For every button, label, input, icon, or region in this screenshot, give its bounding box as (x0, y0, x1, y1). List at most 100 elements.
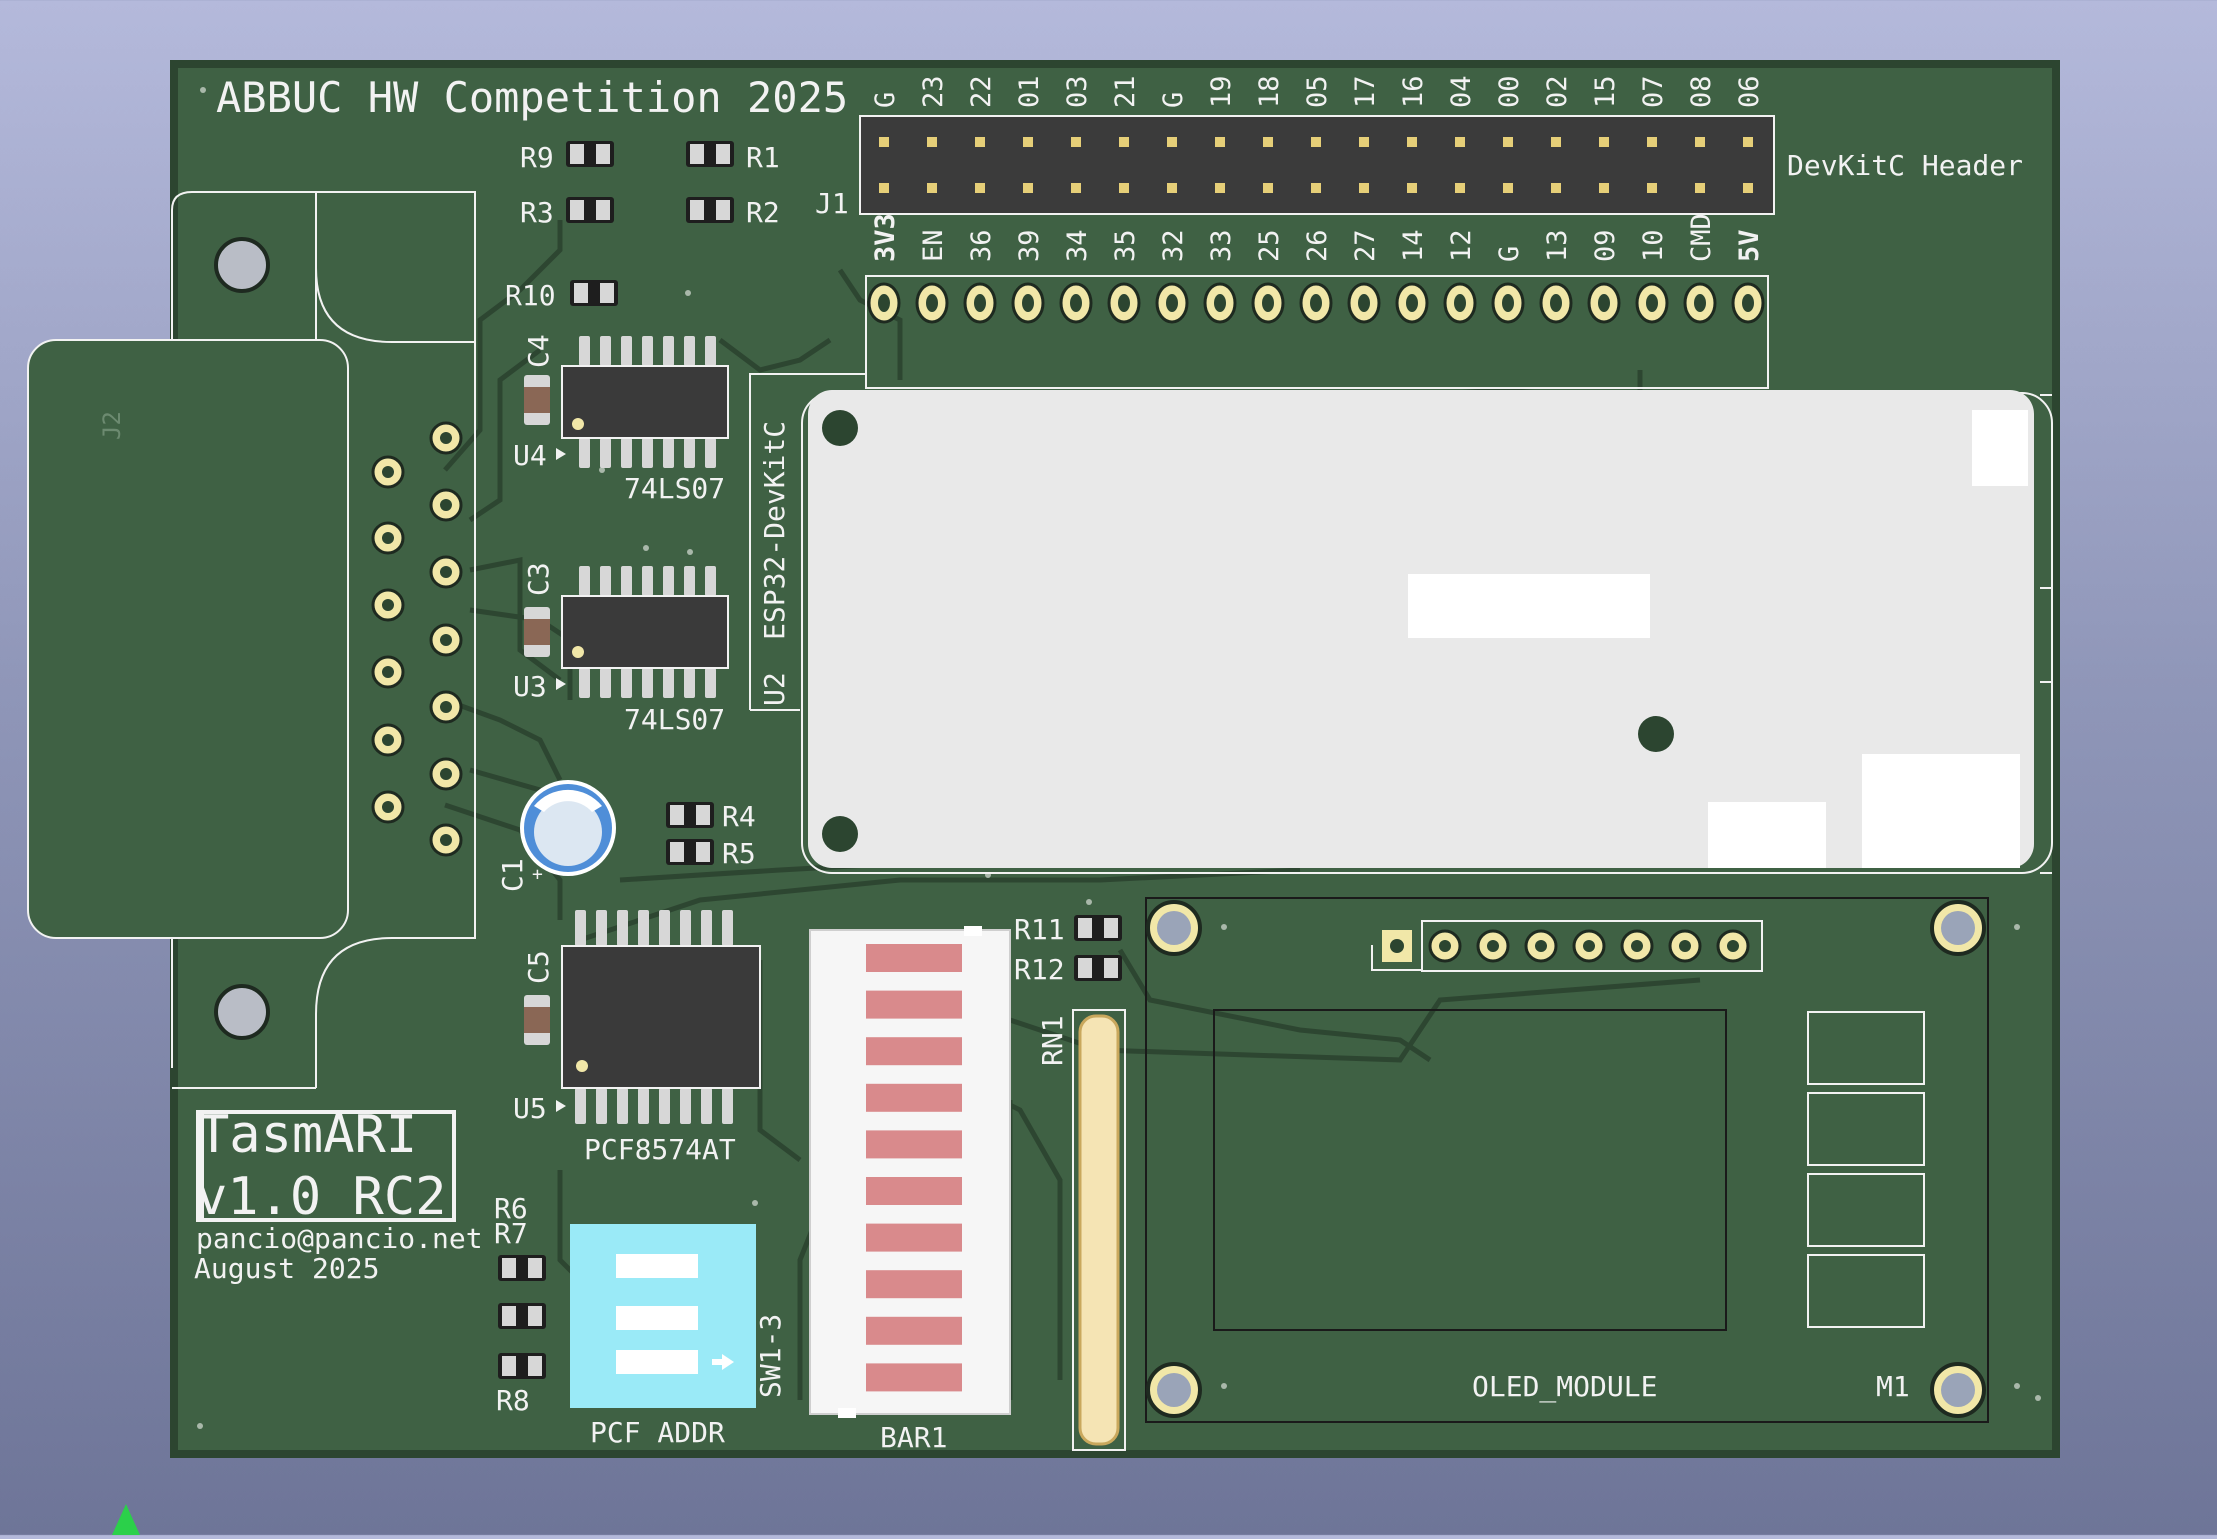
ic-pin (642, 668, 653, 698)
header-pin (1407, 137, 1417, 147)
capacitor-c3[interactable]: C3 (522, 562, 555, 657)
svg-text:+: + (532, 864, 543, 885)
ic-pin (621, 668, 632, 698)
resistor-r7[interactable] (498, 1303, 546, 1329)
resistor-r11[interactable]: R11 (1014, 913, 1122, 946)
ic-pin (600, 438, 611, 468)
header-pin (927, 183, 937, 193)
svg-text:M1: M1 (1876, 1370, 1910, 1403)
ic-u5[interactable]: U5 PCF8574AT (513, 910, 761, 1166)
axis-origin-icon (112, 1504, 140, 1535)
resistor-r5[interactable]: R5 (666, 837, 756, 870)
ic-pin (722, 910, 733, 946)
author-email: pancio@pancio.net (196, 1222, 483, 1255)
ic-pin (596, 910, 607, 946)
project-name: TasmARI (198, 1105, 417, 1165)
header-pin (1599, 183, 1609, 193)
header-pin-label: 12 (1446, 229, 1477, 262)
ic-pin (617, 1088, 628, 1124)
svg-text:R12: R12 (1014, 953, 1065, 986)
resistor-r12[interactable]: R12 (1014, 953, 1122, 986)
ic-pin (579, 438, 590, 468)
header-pin (1119, 137, 1129, 147)
bargraph-bar1[interactable]: BAR1 (809, 926, 1011, 1454)
ic-pin (684, 336, 695, 366)
resistor-r9[interactable]: R9 (520, 141, 614, 174)
svg-text:R10: R10 (505, 279, 556, 312)
resistor-r1[interactable]: R1 (686, 141, 780, 174)
header-pin (1023, 183, 1033, 193)
esp32-pin-row (865, 275, 1769, 389)
header-pin (1263, 137, 1273, 147)
mount-hole-icon (214, 237, 270, 293)
capacitor-c1[interactable]: C1 + (496, 780, 616, 892)
capacitor-c5[interactable]: C5 (522, 950, 555, 1045)
ic-pin (684, 438, 695, 468)
resistor-r4[interactable]: R4 (666, 800, 756, 833)
led-segment (866, 1083, 962, 1112)
mount-hole-icon (822, 410, 858, 446)
ic-pin (701, 1088, 712, 1124)
header-pin (1695, 183, 1705, 193)
resistor-r3[interactable]: R3 (520, 196, 614, 229)
header-pin (1407, 183, 1417, 193)
header-pin (1311, 183, 1321, 193)
header-pin (1167, 183, 1177, 193)
header-pin (975, 183, 985, 193)
header-pin-label: 03 (1062, 75, 1093, 108)
header-pin-label: 18 (1254, 75, 1285, 108)
header-pin (1311, 137, 1321, 147)
dip-switch-sw1[interactable]: SW1-3 PCF ADDR (570, 1224, 787, 1449)
ic-pin (621, 566, 632, 596)
oled-module-m1[interactable]: OLED_MODULE M1 (1145, 897, 1989, 1423)
header-pin-label: 01 (1014, 75, 1045, 108)
vias (197, 87, 2041, 1429)
svg-text:C5: C5 (522, 950, 555, 984)
header-pin-label: 33 (1206, 229, 1237, 262)
ic-pin (575, 910, 586, 946)
ic-pin (596, 1088, 607, 1124)
info-block: TasmARI v1.0 RC2 pancio@pancio.net Augus… (194, 1105, 483, 1285)
svg-text:R3: R3 (520, 196, 554, 229)
header-pin (1743, 137, 1753, 147)
header-ref: J1 (815, 187, 849, 220)
resistor-r8[interactable]: R8 (496, 1353, 546, 1417)
header-pin (1359, 183, 1369, 193)
header-pin (1455, 137, 1465, 147)
header-pin-label: 07 (1638, 75, 1669, 108)
capacitor-c4[interactable]: C4 (522, 334, 555, 425)
header-pin-label: 36 (966, 229, 997, 262)
connector-j2[interactable]: J2 (27, 190, 476, 1089)
svg-text:U5: U5 (513, 1092, 547, 1125)
ic-u3[interactable]: U3 74LS07 (513, 566, 729, 736)
ic-pin (575, 1088, 586, 1124)
ic-pin (638, 1088, 649, 1124)
header-pins (879, 137, 1753, 193)
ic-pin (621, 438, 632, 468)
resistor-network-rn1[interactable]: RN1 (1036, 1009, 1126, 1451)
project-version: v1.0 RC2 (196, 1167, 446, 1227)
header-pin-label: 35 (1110, 229, 1141, 262)
resistor-r2[interactable]: R2 (686, 196, 780, 229)
resistor-r6[interactable] (498, 1255, 546, 1281)
resistor-r10[interactable]: R10 (505, 279, 618, 312)
header-pin-label: 04 (1446, 75, 1477, 108)
header-pin-label: 21 (1110, 75, 1141, 108)
header-pin (975, 137, 985, 147)
esp32-module-u2[interactable]: ESP32-DevKitC U2 (749, 373, 2053, 874)
header-pin-label: 26 (1302, 229, 1333, 262)
svg-text:R9: R9 (520, 141, 554, 174)
ic-pin (684, 668, 695, 698)
ic-pin (579, 336, 590, 366)
ic-u4[interactable]: U4 74LS07 (513, 336, 729, 505)
led-segment (866, 1223, 962, 1252)
header-pin (1023, 137, 1033, 147)
ic-pin (579, 566, 590, 596)
header-pin-label: 5V (1734, 229, 1765, 262)
ic-pin (621, 336, 632, 366)
